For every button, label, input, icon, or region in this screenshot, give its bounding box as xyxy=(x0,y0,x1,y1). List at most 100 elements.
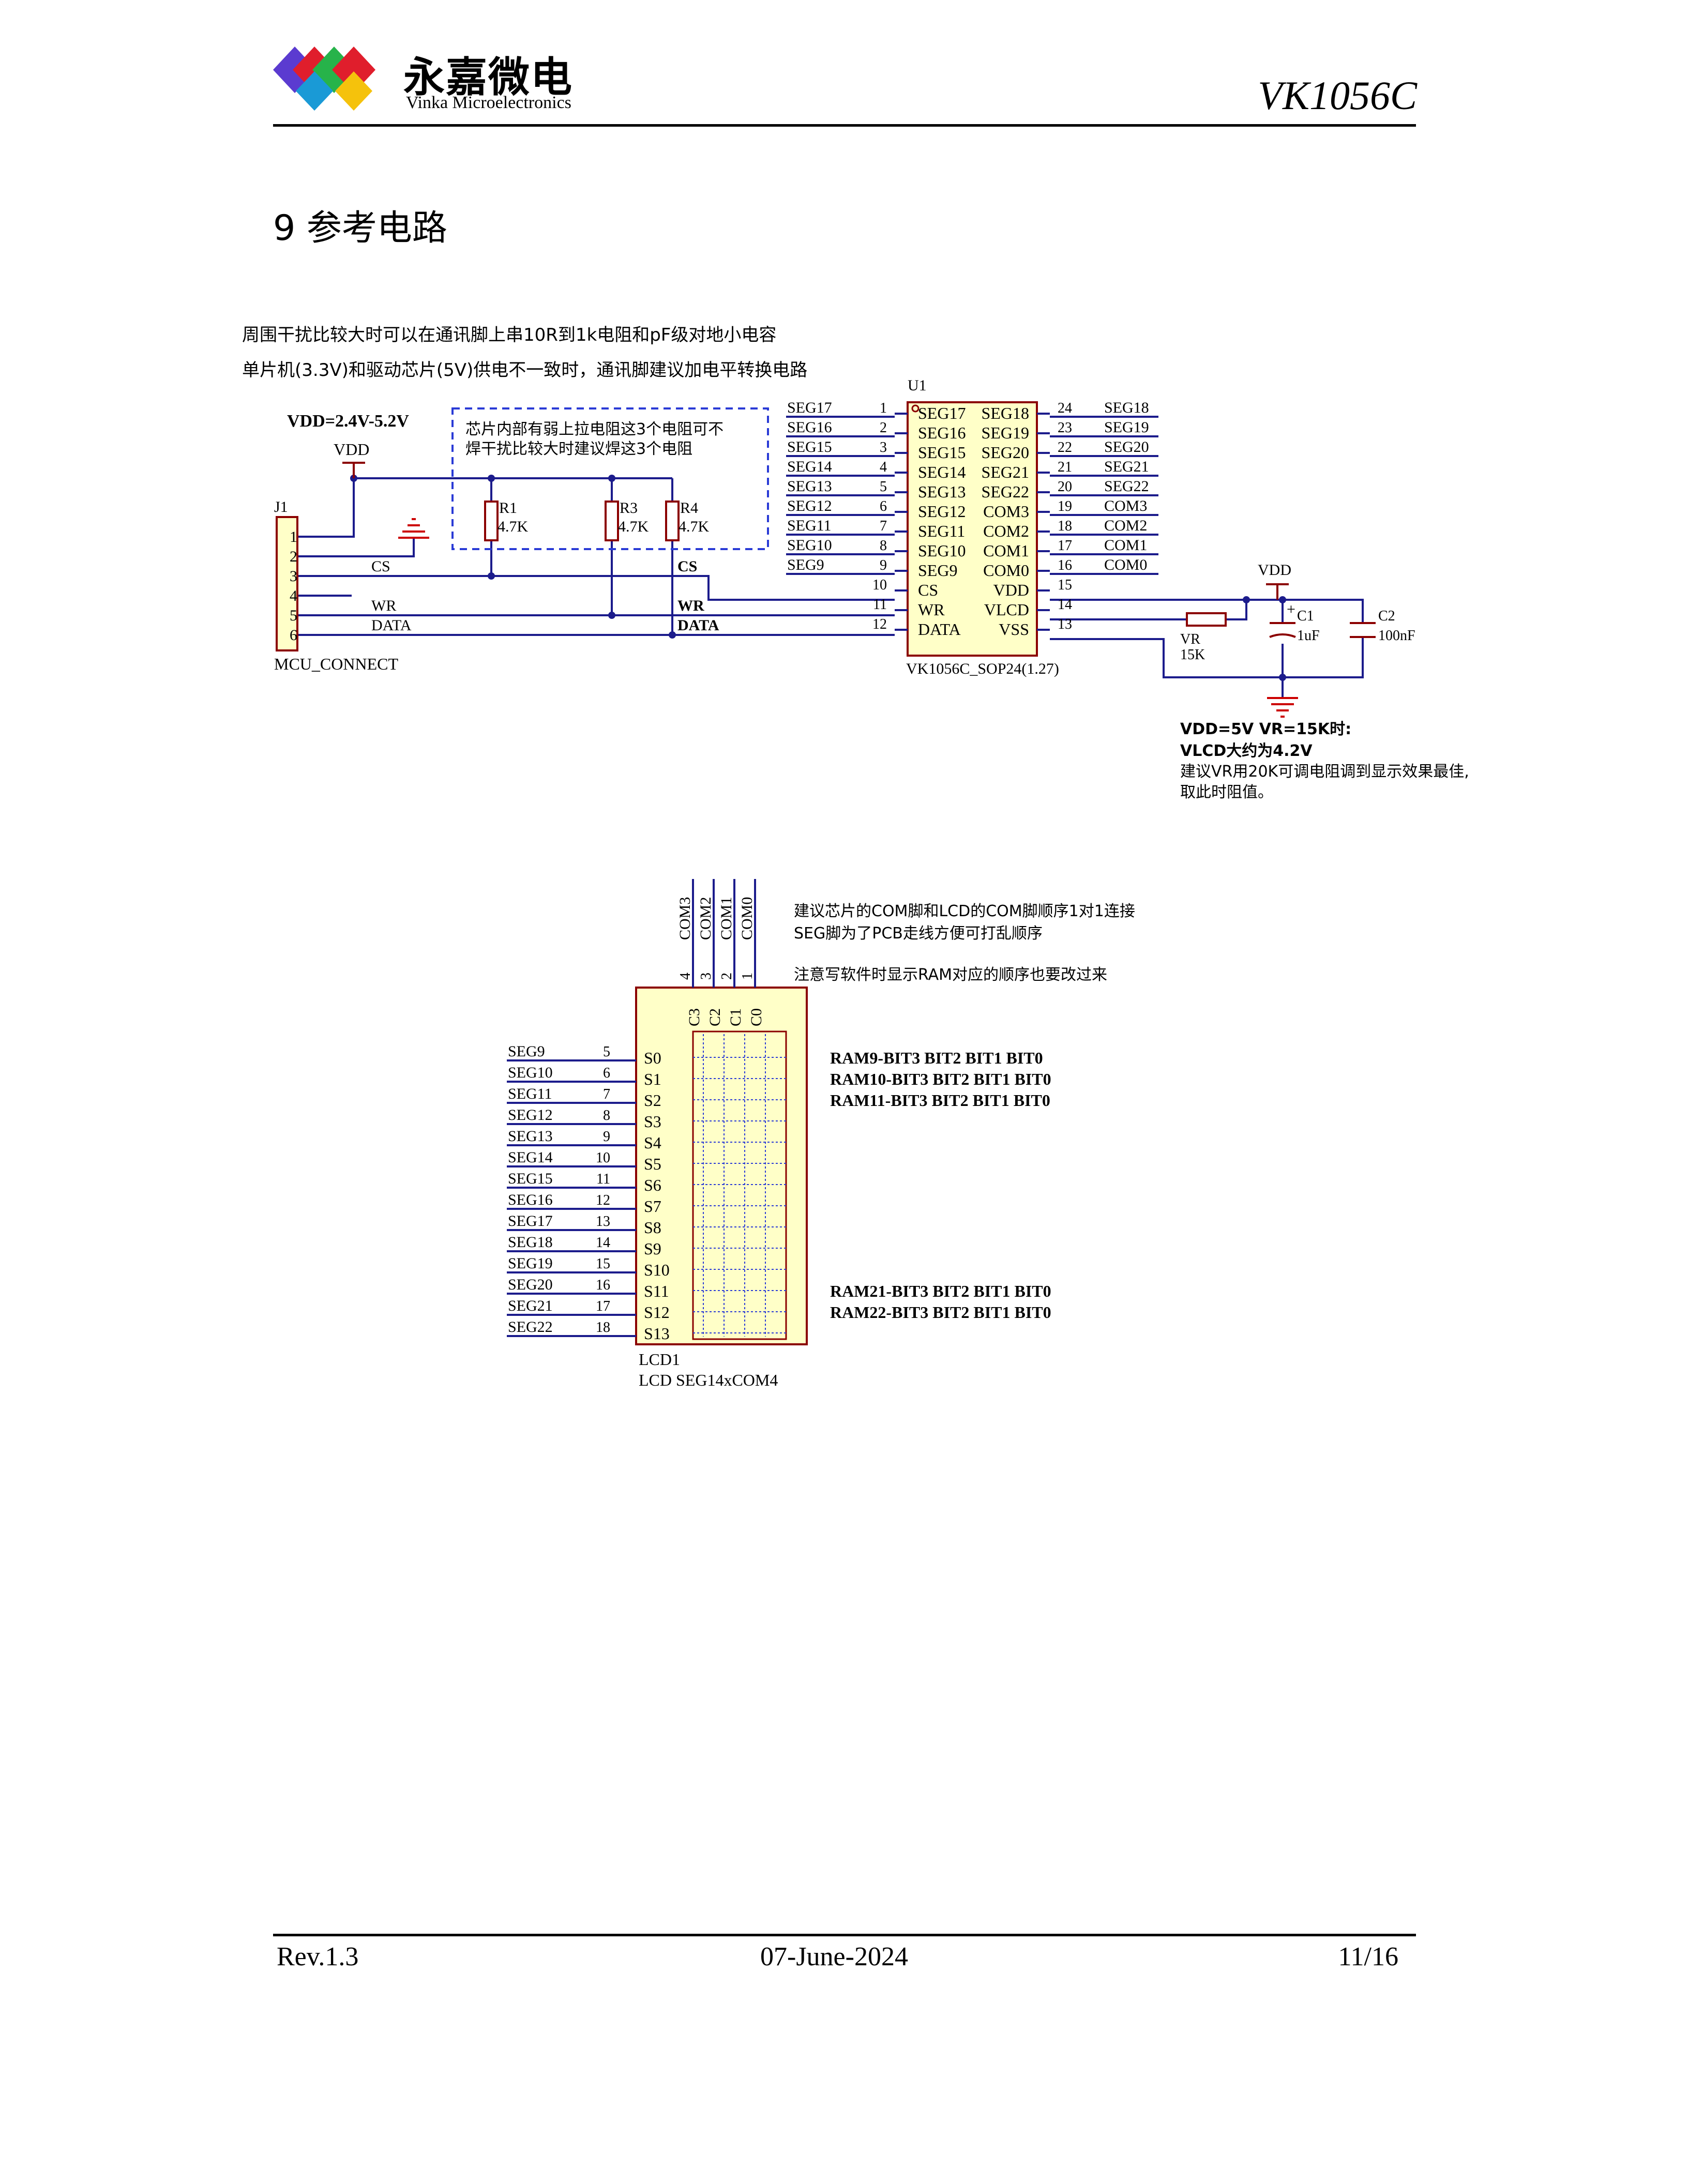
bus-cs: CS xyxy=(677,558,697,575)
j1-pin-5: 5 xyxy=(290,607,297,624)
u1-left-label: SEG16 xyxy=(918,423,966,442)
u1-right-label: SEG21 xyxy=(982,463,1029,481)
logo-english-name: Vinka Microelectronics xyxy=(406,93,571,112)
lcd-com-label: C1 xyxy=(727,1008,744,1026)
u1-left-net-label: SEG13 xyxy=(787,478,832,495)
u1-right-pin-num: 22 xyxy=(1058,439,1072,456)
u1-left-label: SEG11 xyxy=(918,522,965,540)
u1-left-pin-num: 3 xyxy=(880,439,887,456)
u1-right-net-label: SEG19 xyxy=(1104,419,1149,436)
c1-value: 1uF xyxy=(1297,628,1320,644)
u1-right-pin-num: 14 xyxy=(1058,597,1072,613)
lcd-seg-pin: 10 xyxy=(596,1150,610,1166)
u1-left-label: SEG10 xyxy=(918,541,966,560)
note-line-1: 周围干扰比较大时可以在通讯脚上串10R到1k电阻和pF级对地小电容 xyxy=(242,325,777,345)
lcd-seg-label: S4 xyxy=(644,1133,661,1152)
u1-right-label: COM2 xyxy=(983,522,1029,540)
lcd-seg-pin: 7 xyxy=(603,1086,610,1102)
bus-wr: WR xyxy=(677,597,704,614)
u1-left-net-label: SEG15 xyxy=(787,438,832,456)
lcd-seg-pin: 18 xyxy=(596,1320,610,1336)
net-wr-left: WR xyxy=(371,597,396,614)
lcd-com-net: COM2 xyxy=(697,897,714,940)
u1-right-pin-num: 15 xyxy=(1058,577,1072,593)
lcd-com-net: COM3 xyxy=(676,897,694,940)
lcd-seg-label: S8 xyxy=(644,1218,661,1237)
j1-pin-4: 4 xyxy=(290,587,297,604)
u1-right-net-label: SEG22 xyxy=(1104,478,1149,495)
vdd-label-left: VDD xyxy=(334,440,369,459)
lcd-com-label: C3 xyxy=(686,1008,703,1026)
lcd-seg-net: SEG21 xyxy=(508,1297,553,1314)
r1-ref: R1 xyxy=(499,499,517,517)
u1-left-pin-num: 2 xyxy=(880,420,887,436)
u1-right-pin-num: 16 xyxy=(1058,557,1072,573)
vlcd-note-4: 取此时阻值。 xyxy=(1180,783,1273,801)
u1-left-pin-num: 11 xyxy=(873,597,887,613)
u1-left-pin-num: 5 xyxy=(880,479,887,495)
u1-left-label: SEG9 xyxy=(918,561,957,580)
j1-pin-6: 6 xyxy=(290,627,297,644)
u1-left-net-label: SEG11 xyxy=(787,517,832,534)
lcd-seg-net: SEG12 xyxy=(508,1106,553,1124)
u1-left-net-label: SEG14 xyxy=(787,458,832,475)
lcd-seg-label: S2 xyxy=(644,1091,661,1110)
lcd-com-pin: 3 xyxy=(698,973,714,980)
u1-left-label: CS xyxy=(918,581,938,599)
r3-value: 4.7K xyxy=(618,518,649,535)
footer-page: 11/16 xyxy=(1338,1942,1398,1971)
u1-left-net-label: SEG12 xyxy=(787,497,832,514)
u1-left-pin-num: 9 xyxy=(880,557,887,573)
ram-map-row: RAM9-BIT3 BIT2 BIT1 BIT0 xyxy=(830,1049,1043,1067)
c2-ref: C2 xyxy=(1378,608,1395,624)
u1-left-pin-num: 1 xyxy=(880,400,887,416)
document-title: VK1056C xyxy=(1258,73,1417,118)
u1-left-net-label: SEG9 xyxy=(787,556,824,573)
u1-left-pin-num: 6 xyxy=(880,498,887,514)
lcd-seg-pin: 12 xyxy=(596,1192,610,1208)
u1-right-net-label: SEG21 xyxy=(1104,458,1149,475)
u1-left-label: DATA xyxy=(918,620,961,639)
u1-left-label: SEG17 xyxy=(918,404,966,422)
lcd-seg-pin: 8 xyxy=(603,1108,610,1124)
lcd-note-2: SEG脚为了PCB走线方便可打乱顺序 xyxy=(794,924,1043,943)
footer-rule xyxy=(273,1934,1416,1936)
lcd-seg-pin: 17 xyxy=(596,1298,610,1314)
lcd-seg-net: SEG9 xyxy=(508,1043,545,1060)
section-title: 9 参考电路 xyxy=(273,208,447,249)
u1-left-label: SEG12 xyxy=(918,502,966,521)
u1-right-net-label: SEG18 xyxy=(1104,399,1149,416)
u1-right-label: COM3 xyxy=(983,502,1029,521)
lcd-seg-label: S1 xyxy=(644,1070,661,1088)
lcd-seg-pin: 13 xyxy=(596,1214,610,1230)
u1-ref: U1 xyxy=(908,377,927,394)
u1-left-net-label: SEG10 xyxy=(787,537,832,554)
lcd-com-pin: 2 xyxy=(719,973,735,980)
lcd-seg-net: SEG22 xyxy=(508,1318,553,1336)
u1-name: VK1056C_SOP24(1.27) xyxy=(906,660,1059,677)
lcd-seg-net: SEG14 xyxy=(508,1149,553,1166)
u1-right-pin-num: 17 xyxy=(1058,538,1072,554)
u1-left-label: SEG14 xyxy=(918,463,966,481)
lcd-seg-pin: 16 xyxy=(596,1277,610,1293)
lcd-seg-net: SEG10 xyxy=(508,1064,553,1081)
c1-ref: C1 xyxy=(1297,608,1314,624)
u1-right-net-label: COM3 xyxy=(1104,497,1147,514)
ram-map-row: RAM21-BIT3 BIT2 BIT1 BIT0 xyxy=(830,1282,1051,1300)
u1-right-pin-num: 20 xyxy=(1058,479,1072,495)
vr-ref: VR xyxy=(1180,631,1200,647)
lcd-note-3: 注意写软件时显示RAM对应的顺序也要改过来 xyxy=(794,966,1107,984)
header-rule xyxy=(273,124,1416,127)
u1-right-net-label: COM0 xyxy=(1104,556,1147,573)
pullup-note-1: 芯片内部有弱上拉电阻这3个电阻可不 xyxy=(465,420,724,438)
lcd-com-label: C2 xyxy=(706,1008,724,1026)
lcd-com-pin: 1 xyxy=(740,973,756,980)
lcd-com-net: COM1 xyxy=(718,897,735,940)
u1-right-label: SEG22 xyxy=(982,482,1029,501)
footer-revision: Rev.1.3 xyxy=(277,1942,359,1971)
lcd-seg-label: S9 xyxy=(644,1239,661,1258)
u1-left-pin-num: 4 xyxy=(880,459,887,475)
u1-right-pin-num: 18 xyxy=(1058,518,1072,534)
u1-right-pin-num: 23 xyxy=(1058,420,1072,436)
